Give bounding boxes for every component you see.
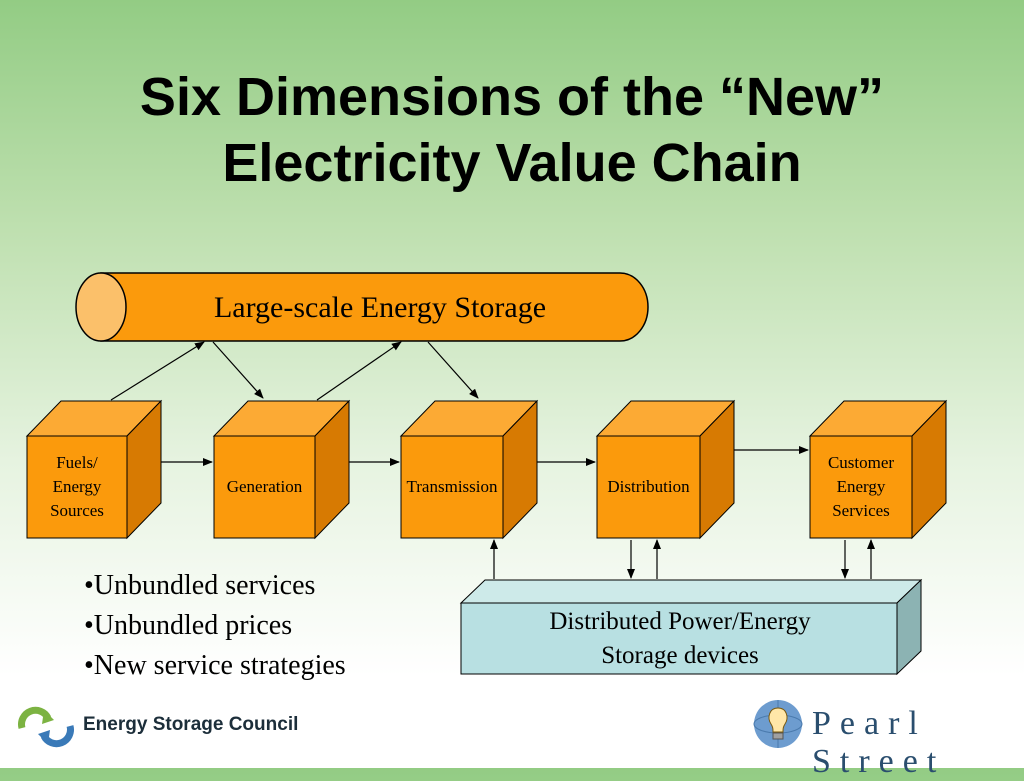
arrows xyxy=(110,341,875,579)
fuels-label-line: Fuels/ xyxy=(56,453,98,472)
distributed-box xyxy=(459,578,923,676)
bullet-list: •Unbundled services •Unbundled prices •N… xyxy=(84,566,346,686)
fuels-label-line: Sources xyxy=(50,501,104,520)
bullet-item: •New service strategies xyxy=(84,650,346,681)
cube-customer xyxy=(808,399,948,540)
cube-fuels xyxy=(25,399,163,540)
circular-arrows-icon xyxy=(18,706,74,748)
generation-label: Generation xyxy=(226,477,303,496)
bullet-item: •Unbundled services xyxy=(84,570,316,601)
distribution-label: Distribution xyxy=(607,477,690,496)
fuels-label: Fuels/ Energy Sources xyxy=(27,451,127,523)
distributed-label-line: Distributed Power/Energy xyxy=(549,608,811,635)
customer-label: Customer Energy Services xyxy=(810,451,912,523)
energy-storage-council-text: Energy Storage Council xyxy=(83,714,299,735)
storage-pipe-label: Large-scale Energy Storage xyxy=(213,291,547,324)
customer-label-line: Services xyxy=(832,501,890,520)
distributed-label-line: Storage devices xyxy=(601,642,759,669)
pearl-street-text: Pearl Street xyxy=(812,705,946,780)
lightbulb-globe-icon xyxy=(753,700,803,748)
cube-transmission xyxy=(399,399,539,540)
distributed-box-label: Distributed Power/Energy Storage devices xyxy=(462,605,898,673)
cube-distribution xyxy=(595,399,736,540)
bullet-item: •Unbundled prices xyxy=(84,610,293,641)
slide-title: Six Dimensions of the “New” Electricity … xyxy=(0,64,1024,196)
fuels-label-line: Energy xyxy=(52,477,102,496)
title-line-2: Electricity Value Chain xyxy=(222,133,802,193)
storage-pipe xyxy=(75,272,649,342)
transmission-label: Transmission xyxy=(406,477,498,496)
title-line-1: Six Dimensions of the “New” xyxy=(139,67,885,127)
cube-generation xyxy=(212,399,351,540)
customer-label-line: Customer xyxy=(827,453,895,472)
customer-label-line: Energy xyxy=(836,477,886,496)
